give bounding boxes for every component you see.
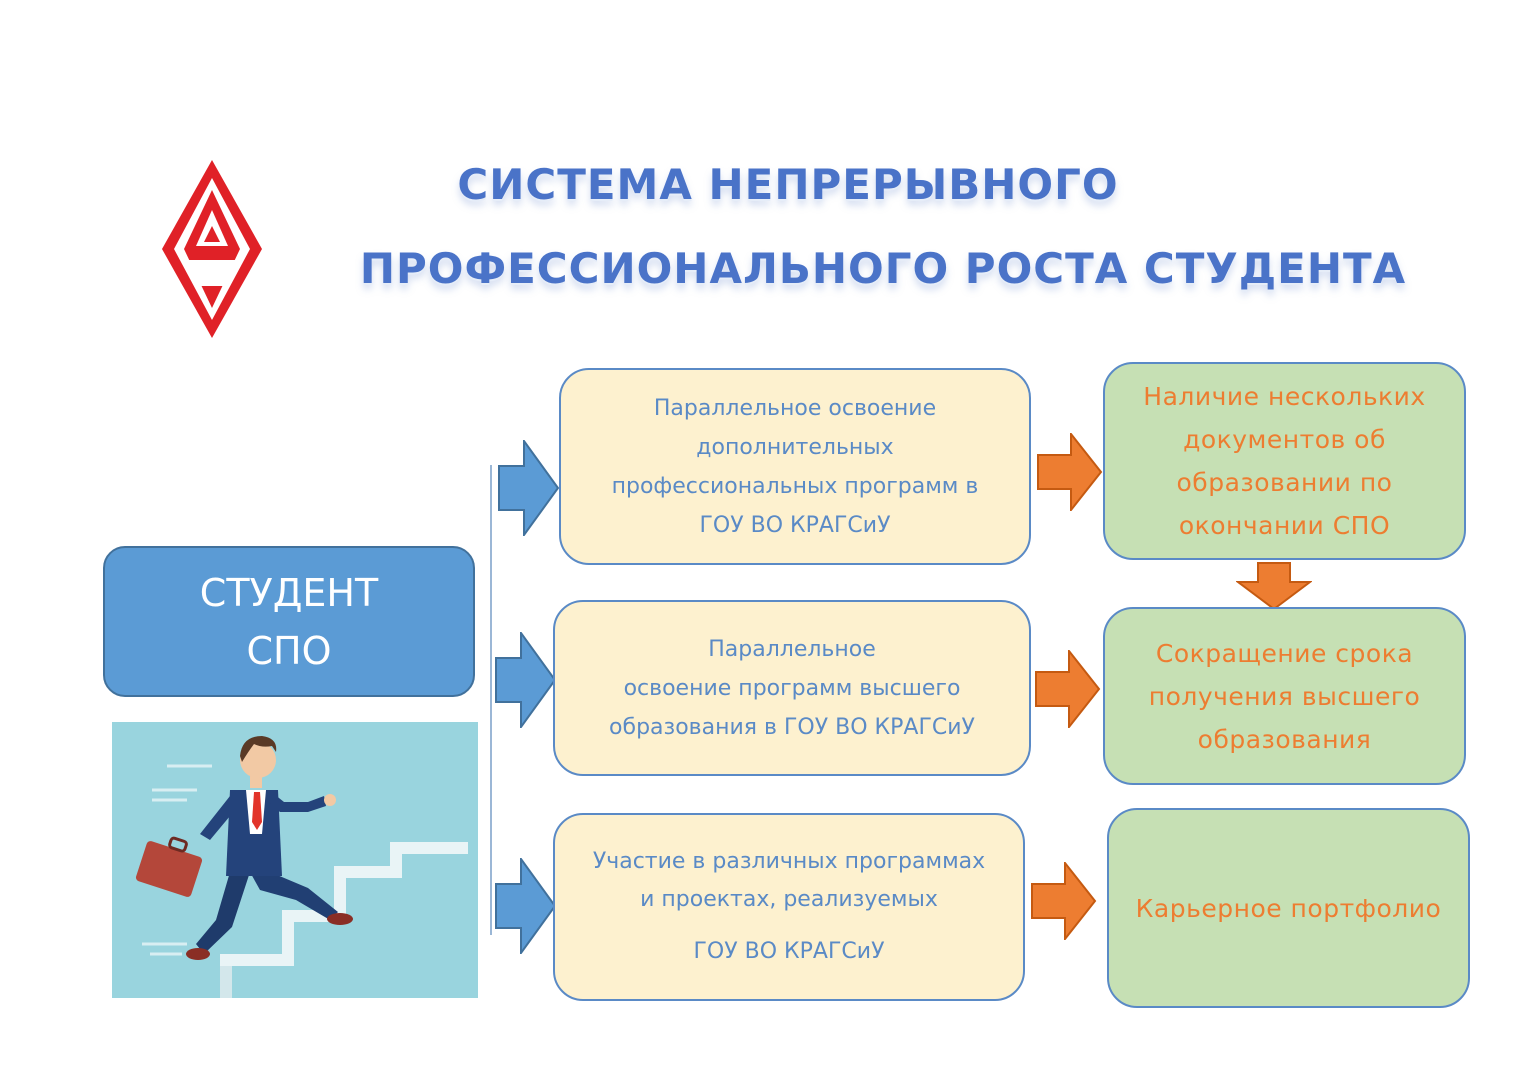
middle-box-2-line: Параллельное [708,636,876,662]
middle-box-1-line: ГОУ ВО КРАГСиУ [699,512,891,538]
result-box-3-line: Карьерное портфолио [1135,893,1442,923]
middle-box-3: Участие в различных программах и проекта… [553,813,1025,1001]
orange-arrow-right-icon [1037,433,1103,511]
student-box: СТУДЕНТ СПО [103,546,475,697]
businessman-stairs-icon [135,736,468,998]
result-box-2-line: образования [1197,724,1372,754]
middle-box-1-line: дополнительных [696,434,894,460]
orange-arrow-right-icon [1035,650,1101,728]
middle-box-3-line: Участие в различных программах [592,849,986,874]
result-box-1-line: окончании СПО [1178,511,1391,540]
connector-line [490,465,492,935]
result-box-2-line: Сокращение срока [1155,638,1414,668]
result-box-2-line: получения высшего [1148,681,1421,711]
orange-arrow-down-icon [1236,562,1312,610]
result-box-1-line: образовании по [1176,468,1393,497]
result-box-1: Наличие нескольких документов об образов… [1103,362,1466,560]
middle-box-2-line: освоение программ высшего [623,675,961,701]
page-title-line-1: СИСТЕМА НЕПРЕРЫВНОГО [457,160,1119,209]
result-box-1-line: Наличие нескольких [1143,382,1426,411]
middle-box-1: Параллельное освоение дополнительных про… [559,368,1031,565]
blue-arrow-right-icon [495,858,557,954]
page-title-line-2: ПРОФЕССИОНАЛЬНОГО РОСТА СТУДЕНТА [359,244,1407,293]
logo-icon [162,160,262,338]
middle-box-1-line: профессиональных программ в [611,473,979,499]
businessman-illustration [112,722,478,998]
result-box-3: Карьерное портфолио [1107,808,1470,1008]
orange-arrow-right-icon [1031,862,1097,940]
middle-box-1-line: Параллельное освоение [653,395,937,421]
middle-box-2-line: образования в ГОУ ВО КРАГСиУ [609,714,975,740]
middle-box-3-line: ГОУ ВО КРАГСиУ [693,939,885,964]
blue-arrow-right-icon [495,632,557,728]
middle-box-3-line: и проектах, реализуемых [640,887,938,912]
middle-box-2: Параллельное освоение программ высшего о… [553,600,1031,776]
blue-arrow-right-icon [498,440,560,536]
result-box-1-line: документов об [1183,425,1386,454]
result-box-2: Сокращение срока получения высшего образ… [1103,607,1466,785]
student-box-line-2: СПО [246,628,332,673]
student-box-line-1: СТУДЕНТ [199,570,379,615]
